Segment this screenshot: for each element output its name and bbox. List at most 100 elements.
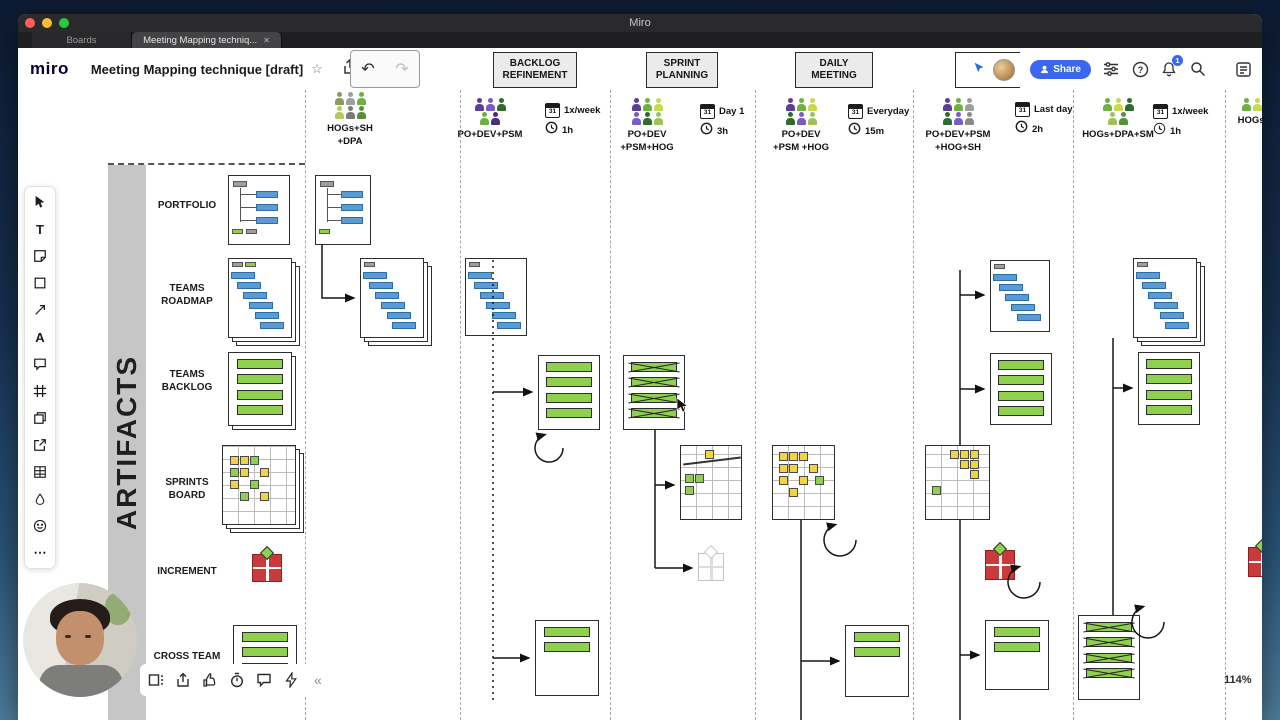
person-icon bbox=[496, 98, 506, 111]
embed-tool[interactable] bbox=[32, 437, 48, 453]
teams-roadmap-icon[interactable] bbox=[360, 258, 424, 338]
text-tool[interactable]: T bbox=[36, 221, 44, 237]
schedule-group[interactable]: 31 Last day 2h bbox=[1015, 102, 1073, 141]
artifact-row-label[interactable]: TEAMS ROADMAP bbox=[161, 283, 213, 307]
schedule-group[interactable]: 31 Everyday 15m bbox=[848, 104, 909, 143]
teams-backlog-icon[interactable] bbox=[990, 353, 1052, 425]
teams-backlog-artifact-icon[interactable] bbox=[228, 352, 292, 426]
select-tool[interactable] bbox=[32, 194, 48, 210]
tab-board-active[interactable]: Meeting Mapping techniq... ✕ bbox=[132, 32, 282, 48]
tab-close-icon[interactable]: ✕ bbox=[263, 35, 270, 45]
teams-backlog-icon[interactable] bbox=[1138, 352, 1200, 425]
artifact-row-label[interactable]: PORTFOLIO bbox=[157, 200, 217, 211]
clock-icon bbox=[1015, 120, 1028, 138]
attendees-icons bbox=[329, 92, 371, 119]
attendees-group[interactable]: PO+DEV +PSM+HOG bbox=[616, 98, 678, 155]
tab-bar: Boards Meeting Mapping techniq... ✕ bbox=[18, 32, 1262, 48]
person-icon bbox=[807, 112, 817, 125]
artifact-row-label[interactable]: INCREMENT bbox=[157, 566, 217, 577]
schedule-group[interactable]: 31 1x/week 1h bbox=[545, 103, 600, 142]
board-title[interactable]: Meeting Mapping technique [draft] bbox=[90, 61, 304, 77]
increment-artifact-icon[interactable] bbox=[252, 545, 282, 582]
card-tool[interactable] bbox=[32, 410, 48, 426]
notes-panel-icon[interactable] bbox=[1234, 60, 1252, 78]
portfolio-icon[interactable] bbox=[315, 175, 371, 245]
table-tool[interactable] bbox=[32, 464, 48, 480]
schedule-group[interactable]: 31 1x/week 1h bbox=[1153, 104, 1208, 143]
increment-icon[interactable] bbox=[1248, 538, 1262, 577]
undo-button[interactable]: ↶ bbox=[361, 61, 375, 78]
artifact-row-label[interactable]: SPRINTS BOARD bbox=[165, 477, 209, 501]
column-separator bbox=[755, 90, 756, 720]
pen-tool[interactable]: A bbox=[35, 329, 45, 345]
frame-header-sprint-planning[interactable]: SPRINT PLANNING bbox=[646, 52, 718, 88]
star-icon[interactable]: ☆ bbox=[311, 61, 323, 76]
teams-backlog-icon[interactable] bbox=[538, 355, 600, 430]
schedule-group[interactable]: 31 Day 1 3h bbox=[700, 104, 744, 143]
tab-boards[interactable]: Boards bbox=[32, 32, 132, 48]
share-button[interactable]: Share bbox=[1030, 59, 1091, 79]
attendees-group[interactable]: HOGs+DPA+SM bbox=[1080, 98, 1156, 142]
help-icon[interactable]: ? bbox=[1131, 60, 1149, 78]
search-icon[interactable] bbox=[1189, 60, 1207, 78]
present-icon[interactable] bbox=[175, 672, 191, 688]
miro-logo[interactable]: miro bbox=[30, 59, 69, 78]
frame-tool[interactable] bbox=[32, 383, 48, 399]
interactions-icon[interactable] bbox=[283, 672, 299, 688]
collapse-toolbar-icon[interactable]: « bbox=[314, 672, 322, 688]
apps-tool[interactable] bbox=[32, 491, 48, 507]
cross-team-icon[interactable] bbox=[845, 625, 909, 697]
close-window-button[interactable] bbox=[25, 18, 35, 28]
increment-ghost-icon[interactable] bbox=[698, 544, 724, 581]
teams-roadmap-icon[interactable] bbox=[465, 258, 527, 336]
sprints-board-icon[interactable] bbox=[925, 445, 990, 520]
sprints-board-icon[interactable] bbox=[680, 445, 742, 520]
miro-canvas[interactable]: BACKLOG REFINEMENT SPRINT PLANNING DAILY… bbox=[18, 48, 1262, 720]
emoji-tool[interactable] bbox=[32, 518, 48, 534]
sticky-note-tool[interactable] bbox=[32, 248, 48, 264]
person-icon bbox=[345, 92, 355, 105]
webcam-video-bubble[interactable] bbox=[23, 583, 137, 697]
sprints-board-icon[interactable] bbox=[772, 445, 835, 520]
artifact-row-label[interactable]: CROSS TEAM bbox=[153, 651, 221, 662]
attendees-group[interactable]: PO+DEV+PSM +HOG+SH bbox=[916, 98, 1000, 155]
zoom-level[interactable]: 114% bbox=[1224, 674, 1252, 686]
timer-icon[interactable] bbox=[229, 672, 245, 688]
frames-panel-icon[interactable] bbox=[148, 672, 164, 688]
minimize-window-button[interactable] bbox=[42, 18, 52, 28]
teams-roadmap-icon[interactable] bbox=[1133, 258, 1197, 338]
cross-team-icon[interactable] bbox=[985, 620, 1049, 690]
attendees-group[interactable]: HOGs+SH +DPA bbox=[318, 92, 382, 149]
connector-tool[interactable] bbox=[32, 302, 48, 318]
clock-icon bbox=[545, 121, 558, 139]
attendees-group[interactable]: PO+DEV+PSM bbox=[458, 98, 522, 142]
artifact-row-label[interactable]: TEAMS BACKLOG bbox=[161, 369, 213, 393]
column-separator bbox=[913, 90, 914, 720]
attendees-group[interactable]: HOGs+S bbox=[1234, 98, 1262, 128]
frame-header-backlog-refinement[interactable]: BACKLOG REFINEMENT bbox=[493, 52, 577, 88]
teams-backlog-done-icon[interactable] bbox=[623, 355, 685, 430]
teams-roadmap-icon[interactable] bbox=[990, 260, 1050, 332]
more-tools[interactable]: ⋯ bbox=[33, 545, 47, 560]
comment-tool[interactable] bbox=[32, 356, 48, 372]
frame-header-daily-meeting[interactable]: DAILY MEETING bbox=[795, 52, 873, 88]
chat-icon[interactable] bbox=[256, 672, 272, 688]
board-header-right: Share ? 1 bbox=[1020, 48, 1262, 90]
reactions-icon[interactable] bbox=[202, 672, 218, 688]
person-icon bbox=[942, 98, 952, 111]
shape-tool[interactable] bbox=[32, 275, 48, 291]
increment-icon[interactable] bbox=[985, 541, 1015, 580]
sprints-board-artifact-icon[interactable] bbox=[222, 445, 296, 525]
notifications-bell-icon[interactable]: 1 bbox=[1160, 55, 1183, 78]
fullscreen-window-button[interactable] bbox=[59, 18, 69, 28]
duration-label: 1h bbox=[562, 124, 574, 136]
teams-roadmap-artifact-icon[interactable] bbox=[228, 258, 292, 338]
redo-button[interactable]: ↷ bbox=[395, 61, 409, 78]
person-icon bbox=[796, 98, 806, 111]
board-settings-icon[interactable] bbox=[1102, 60, 1120, 78]
cross-team-done-icon[interactable] bbox=[1078, 615, 1140, 700]
attendees-group[interactable]: PO+DEV +PSM +HOG bbox=[770, 98, 832, 155]
backlog-item bbox=[242, 631, 288, 642]
cross-team-icon[interactable] bbox=[535, 620, 599, 696]
portfolio-artifact-icon[interactable] bbox=[228, 175, 290, 245]
